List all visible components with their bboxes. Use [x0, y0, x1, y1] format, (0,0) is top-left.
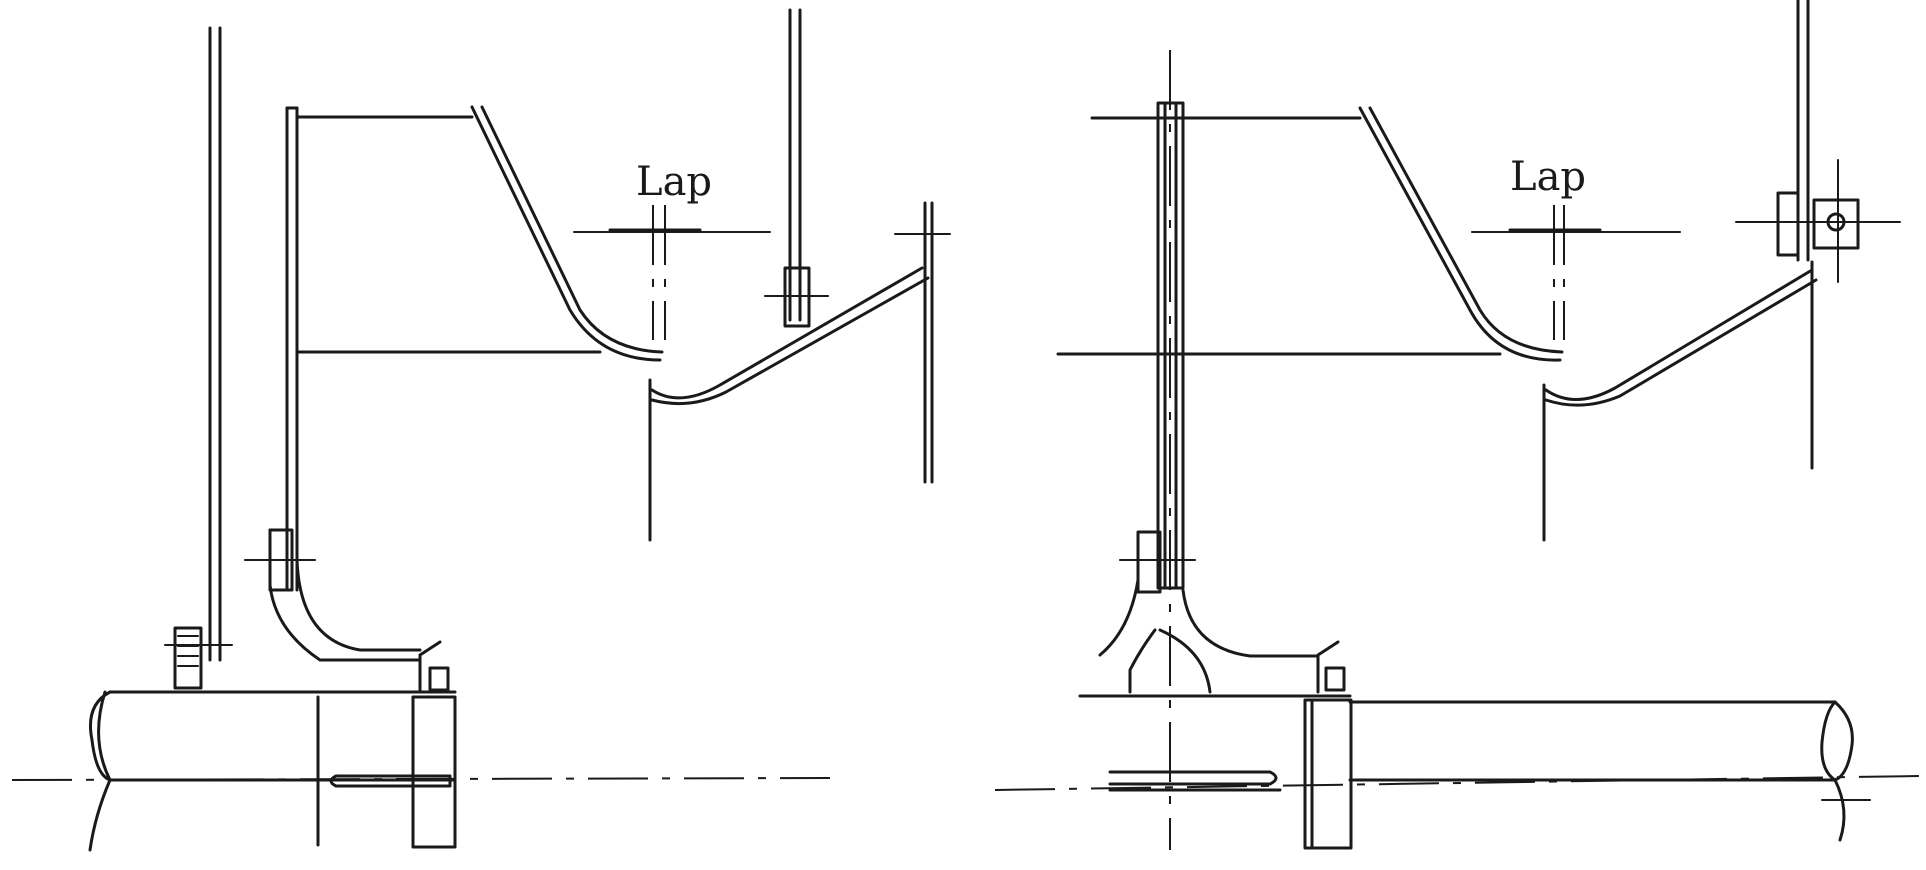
left-shaft — [88, 690, 457, 852]
right-view: Lap — [994, 0, 1921, 850]
right-shaft — [1078, 694, 1871, 850]
left-vertical-rod — [208, 26, 222, 662]
right-upper-blade — [1358, 106, 1564, 362]
right-lap-marker — [1471, 205, 1681, 340]
left-lap-marker — [573, 205, 771, 340]
right-lap-label: Lap — [1510, 154, 1586, 200]
left-centerline — [11, 777, 831, 781]
left-main-arm — [244, 106, 422, 692]
left-view: Lap — [11, 8, 951, 852]
left-right-rod — [764, 8, 829, 328]
left-upper-blade — [470, 105, 664, 362]
right-main-column — [1156, 50, 1185, 850]
left-shaft-clip — [418, 640, 450, 692]
right-centerline — [994, 775, 1921, 791]
left-far-post — [894, 201, 951, 484]
right-right-rod — [1735, 0, 1901, 470]
right-column-base — [1098, 530, 1346, 694]
left-lap-label: Lap — [636, 159, 712, 205]
left-rod-clamp — [164, 626, 233, 690]
right-lower-blade — [1542, 268, 1818, 542]
left-lower-blade — [648, 266, 930, 542]
